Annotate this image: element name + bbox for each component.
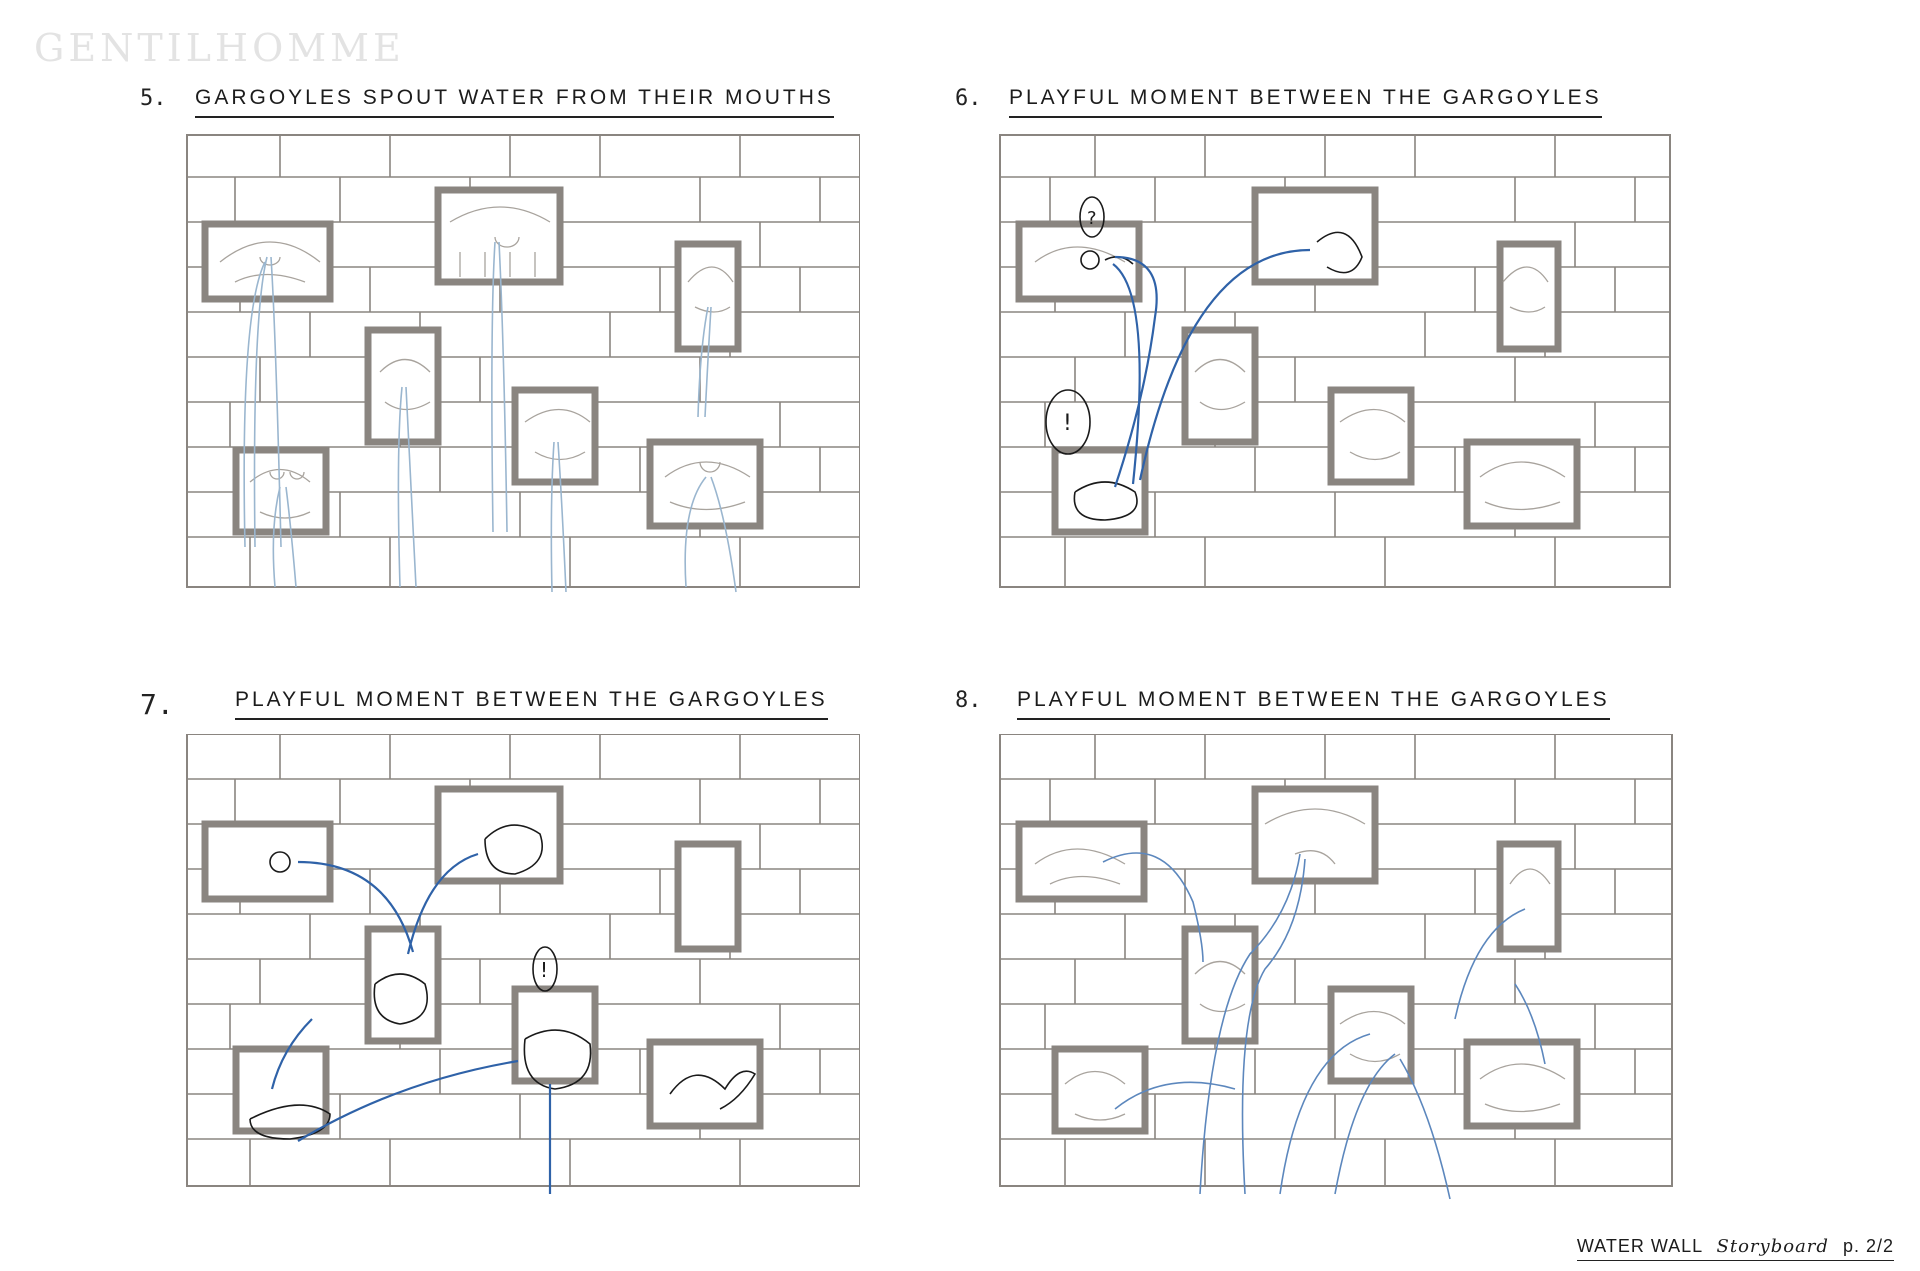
- panel-number: 8.: [955, 688, 982, 713]
- panel-header: 8. PLAYFUL MOMENT BETWEEN THE GARGOYLES: [955, 682, 1675, 722]
- svg-text:?: ?: [1087, 208, 1097, 229]
- sketch-frame: ? !: [999, 134, 1671, 588]
- footer-title: WATER WALL: [1576, 1236, 1703, 1256]
- panel-header: 6. PLAYFUL MOMENT BETWEEN THE GARGOYLES: [955, 80, 1675, 120]
- panel-number: 6.: [955, 86, 982, 111]
- panel-header: 5. GARGOYLES SPOUT WATER FROM THEIR MOUT…: [140, 80, 860, 120]
- panel-caption: GARGOYLES SPOUT WATER FROM THEIR MOUTHS: [195, 86, 834, 118]
- footer-label: WATER WALL Storyboard p. 2/2: [1576, 1236, 1894, 1261]
- panel-caption: PLAYFUL MOMENT BETWEEN THE GARGOYLES: [235, 688, 828, 720]
- panel-caption: PLAYFUL MOMENT BETWEEN THE GARGOYLES: [1017, 688, 1610, 720]
- svg-text:!: !: [1063, 411, 1072, 436]
- panel-header: 7. PLAYFUL MOMENT BETWEEN THE GARGOYLES: [140, 682, 860, 722]
- storyboard-panel-7: 7. PLAYFUL MOMENT BETWEEN THE GARGOYLES: [140, 682, 860, 1202]
- sketch-frame: !: [186, 734, 860, 1194]
- brand-watermark: GENTILHOMME: [34, 26, 405, 70]
- panel-caption: PLAYFUL MOMENT BETWEEN THE GARGOYLES: [1009, 86, 1602, 118]
- sketch-frame: [999, 734, 1673, 1200]
- storyboard-panel-6: 6. PLAYFUL MOMENT BETWEEN THE GARGOYLES: [955, 80, 1675, 600]
- storyboard-panel-5: 5. GARGOYLES SPOUT WATER FROM THEIR MOUT…: [140, 80, 860, 600]
- footer-subtitle: Storyboard: [1716, 1236, 1829, 1257]
- storyboard-panel-8: 8. PLAYFUL MOMENT BETWEEN THE GARGOYLES: [955, 682, 1675, 1202]
- panel-number: 5.: [140, 86, 167, 111]
- panel-number: 7.: [140, 688, 174, 721]
- sketch-frame: [186, 134, 860, 593]
- footer-page: p. 2/2: [1842, 1236, 1894, 1256]
- svg-text:!: !: [540, 958, 548, 982]
